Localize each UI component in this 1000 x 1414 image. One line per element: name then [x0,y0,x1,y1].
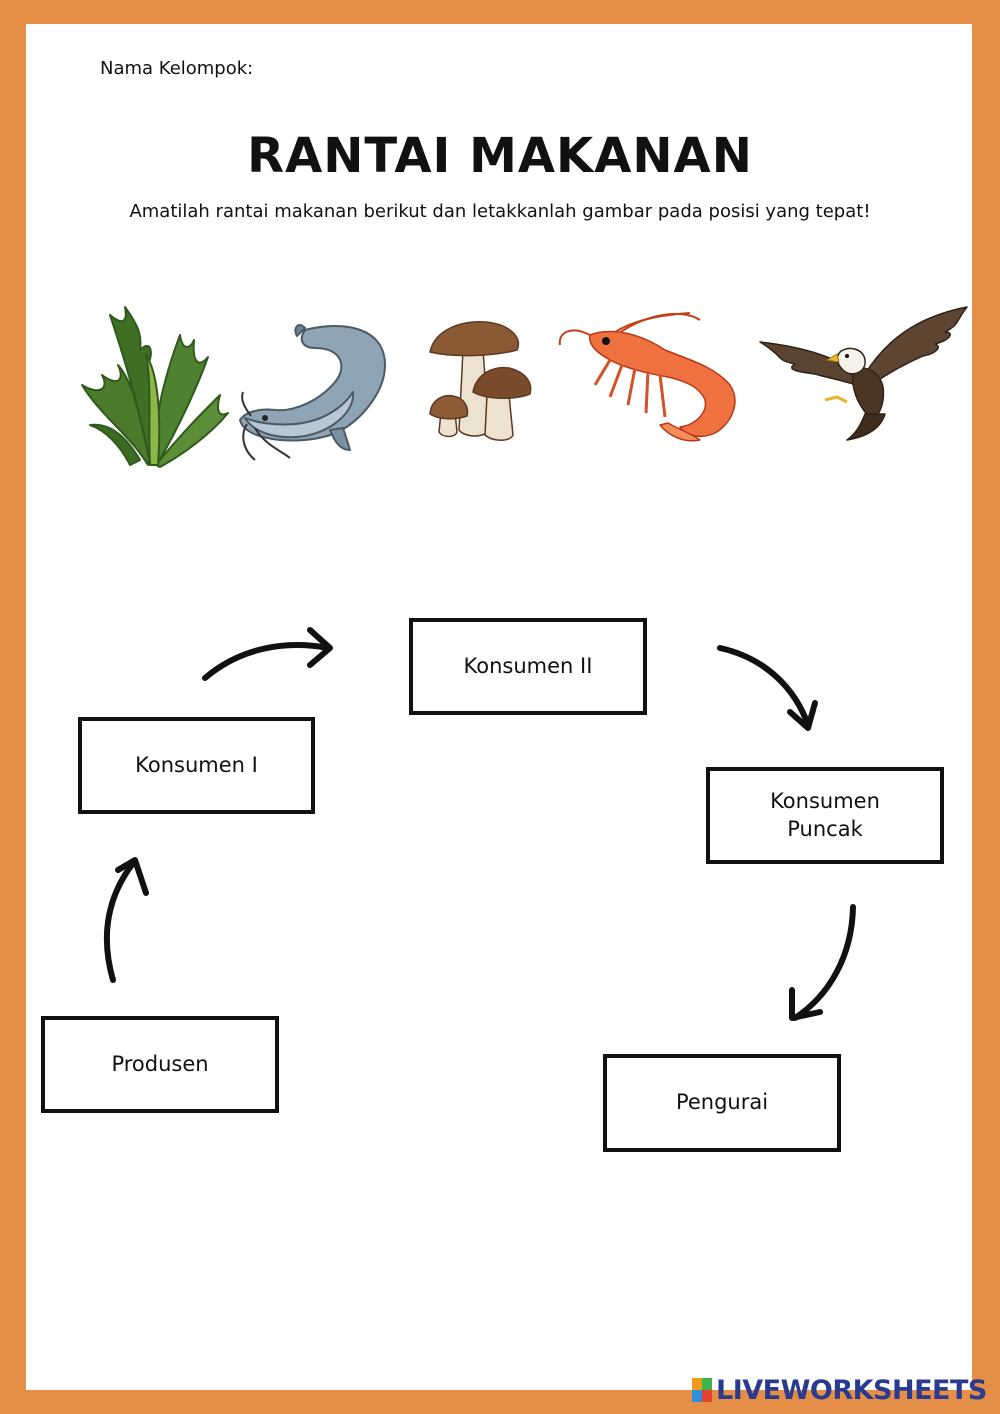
produsen-box[interactable]: Produsen [41,1016,279,1113]
konsumen-1-box[interactable]: Konsumen I [78,717,315,814]
konsumen-puncak-label: Konsumen Puncak [770,788,880,843]
liveworksheets-brand: LIVEWORKSHEETS [716,1375,987,1406]
pengurai-label: Pengurai [676,1089,768,1116]
arrow-konsumen2-to-puncak [720,648,815,728]
arrow-produsen-to-konsumen1 [107,860,146,980]
liveworksheets-logo[interactable]: LIVEWORKSHEETS [692,1375,987,1405]
arrow-konsumen1-to-konsumen2 [205,630,330,678]
produsen-label: Produsen [111,1051,208,1078]
liveworksheets-logo-icon [692,1378,712,1402]
konsumen-2-box[interactable]: Konsumen II [409,618,647,715]
pengurai-box[interactable]: Pengurai [603,1054,841,1152]
arrow-puncak-to-pengurai [792,907,853,1018]
konsumen-puncak-box[interactable]: Konsumen Puncak [706,767,944,864]
konsumen-2-label: Konsumen II [464,653,593,680]
konsumen-1-label: Konsumen I [135,752,258,779]
